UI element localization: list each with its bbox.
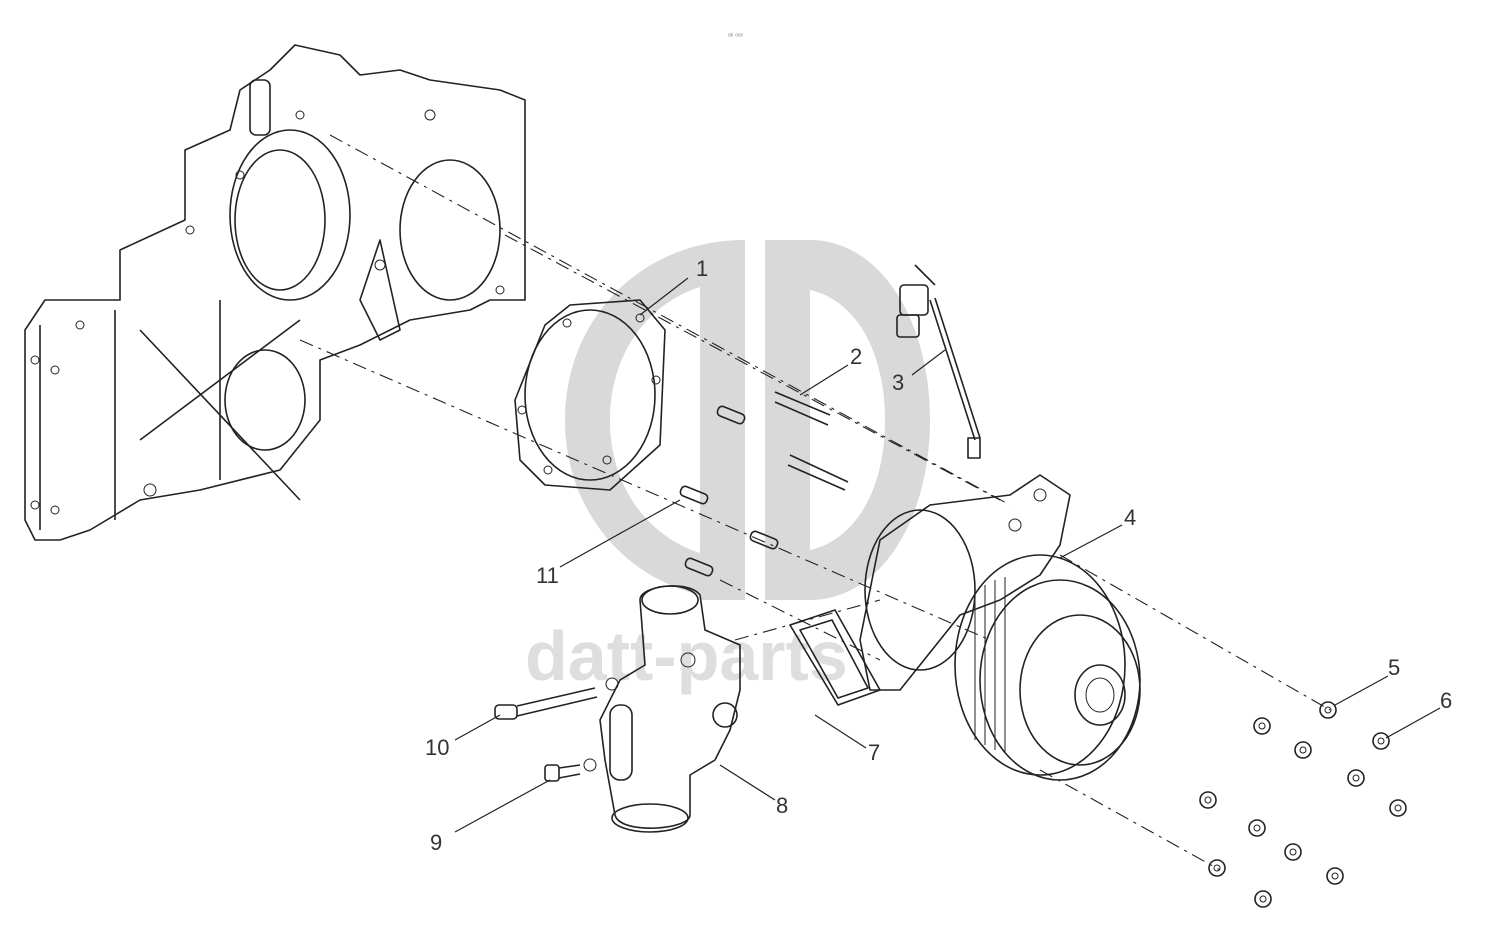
callout-4: 4 [1124,505,1136,530]
callout-labels: 1 2 3 4 5 6 7 8 9 10 11 [425,256,1452,855]
watermark-text: datt-parts [525,617,848,695]
nut [1248,819,1266,837]
callout-1: 1 [696,256,708,281]
nut [1347,769,1365,787]
timing-case-housing [24,44,526,541]
callout-10: 10 [425,735,449,760]
stud-part-2 [774,391,831,426]
gasket-part-7 [789,609,881,706]
callout-3: 3 [892,370,904,395]
watermark-logo: datt-parts [525,240,930,695]
stud-short [684,557,714,577]
nut [1284,843,1302,861]
stud-short [716,405,746,425]
callout-5: 5 [1388,655,1400,680]
water-outlet-part-8 [599,585,741,833]
stud-short [679,485,709,505]
nut-part-5 [1319,701,1337,719]
stud [787,454,849,491]
bolt-part-9 [544,758,597,782]
header-mark: ᵃᵇ ᵒᵒᵒ [728,33,743,40]
studs [679,391,849,577]
nut [1389,799,1407,817]
leader-lines [454,277,1441,833]
nut [1294,741,1312,759]
water-pump-part-4 [859,474,1141,781]
nut [1326,867,1344,885]
gasket-part-1 [514,299,666,491]
stud-part-10 [494,677,619,720]
callout-7: 7 [868,740,880,765]
nut-cluster [1199,701,1407,908]
callout-11: 11 [536,563,559,588]
nut-part-6 [1372,732,1390,750]
alignment-lines [299,134,1331,871]
callout-2: 2 [850,344,862,369]
callout-8: 8 [776,793,788,818]
nut [1208,859,1226,877]
sensor-part-3 [896,264,981,459]
stud-short [749,530,779,550]
callout-9: 9 [430,830,442,855]
callout-6: 6 [1440,688,1452,713]
nut [1253,717,1271,735]
nut [1199,791,1217,809]
nut [1254,890,1272,908]
